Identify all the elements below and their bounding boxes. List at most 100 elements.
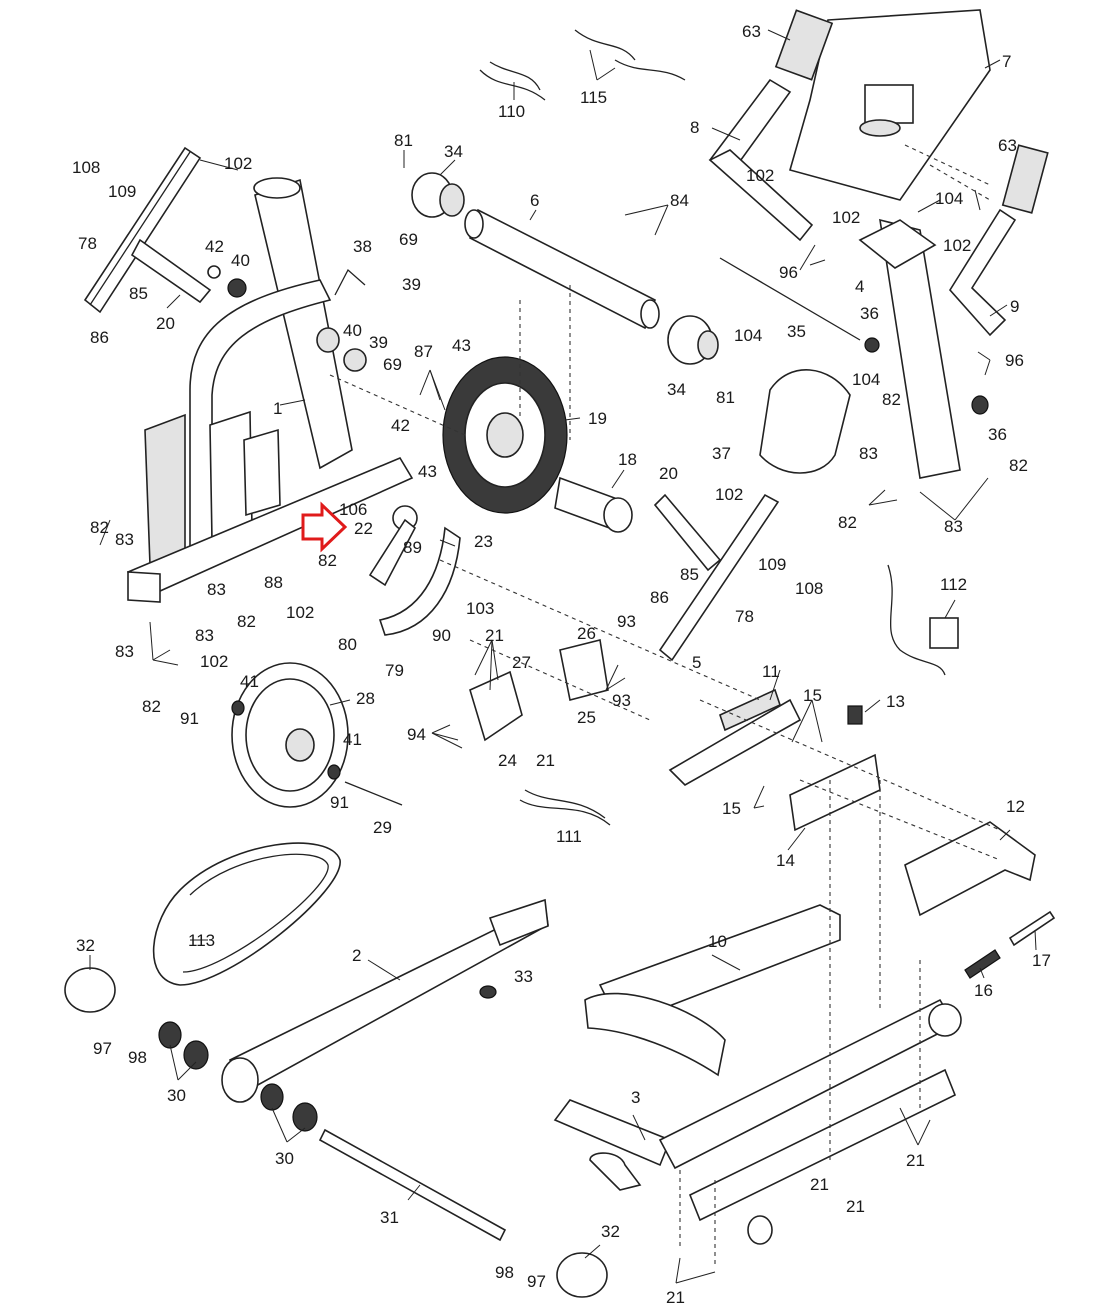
upright-4	[858, 218, 989, 479]
part-label: 96	[1005, 351, 1024, 370]
part-label: 93	[617, 612, 636, 631]
part-label: 21	[846, 1197, 865, 1216]
part-label: 17	[1032, 951, 1051, 970]
part-label: 63	[998, 136, 1017, 155]
pulley-wheel-28	[231, 662, 403, 808]
part-label: 34	[667, 380, 686, 399]
part-label: 106	[339, 500, 367, 519]
part-label: 30	[167, 1086, 186, 1105]
part-label: 39	[369, 333, 388, 352]
part-label: 7	[1002, 52, 1011, 71]
part-label: 21	[906, 1151, 925, 1170]
part-label: 36	[988, 425, 1007, 444]
part-label: 37	[712, 444, 731, 463]
cables	[479, 29, 686, 826]
part-label: 13	[886, 692, 905, 711]
part-label: 81	[716, 388, 735, 407]
shroud-11-14	[668, 688, 881, 832]
base-frame-3	[553, 998, 962, 1245]
part-label: 40	[231, 251, 250, 270]
part-label: 43	[418, 462, 437, 481]
part-label: 34	[444, 142, 463, 161]
axle-31	[318, 1128, 507, 1242]
part-label: 91	[180, 709, 199, 728]
part-label: 104	[935, 189, 963, 208]
part-label: 33	[514, 967, 533, 986]
highlight-arrow	[301, 501, 348, 553]
part-label: 21	[666, 1288, 685, 1307]
part-label: 86	[650, 588, 669, 607]
part-label: 4	[855, 277, 864, 296]
part-label: 69	[383, 355, 402, 374]
part-label: 83	[115, 642, 134, 661]
part-label: 102	[224, 154, 252, 173]
part-label: 19	[588, 409, 607, 428]
part-label: 89	[403, 538, 422, 557]
part-label: 21	[810, 1175, 829, 1194]
part-label: 83	[944, 517, 963, 536]
part-label: 85	[680, 565, 699, 584]
part-label: 42	[391, 416, 410, 435]
rod-35	[719, 257, 861, 341]
part-label: 104	[852, 370, 880, 389]
part-label: 94	[407, 725, 426, 744]
part-label: 41	[343, 730, 362, 749]
part-label: 82	[237, 612, 256, 631]
part-label: 9	[1010, 297, 1019, 316]
part-label: 1	[273, 399, 282, 418]
part-label: 40	[343, 321, 362, 340]
part-label: 88	[264, 573, 283, 592]
part-label: 82	[1009, 456, 1028, 475]
part-label: 42	[205, 237, 224, 256]
part-label: 21	[485, 626, 504, 645]
part-label: 108	[72, 158, 100, 177]
assembly-guide-lines	[329, 144, 1001, 1265]
part-label: 97	[527, 1272, 546, 1291]
part-label: 69	[399, 230, 418, 249]
part-label: 84	[670, 191, 689, 210]
part-label: 29	[373, 818, 392, 837]
part-label: 16	[974, 981, 993, 1000]
part-label: 24	[498, 751, 517, 770]
part-label: 103	[466, 599, 494, 618]
axle-18	[554, 476, 633, 533]
part-label: 96	[779, 263, 798, 282]
part-label: 82	[838, 513, 857, 532]
part-label: 14	[776, 851, 795, 870]
part-label: 93	[612, 691, 631, 710]
part-labels: 63 7 8 63 102 102 104 102 96 4 9 36 35 1…	[72, 22, 1051, 1307]
part-label: 20	[659, 464, 678, 483]
part-label: 102	[200, 652, 228, 671]
part-label: 108	[795, 579, 823, 598]
part-label: 27	[512, 653, 531, 672]
part-label: 98	[128, 1048, 147, 1067]
bushings-30-32	[64, 967, 608, 1298]
part-label: 82	[90, 518, 109, 537]
part-label: 25	[577, 708, 596, 727]
part-label: 30	[275, 1149, 294, 1168]
part-label: 18	[618, 450, 637, 469]
part-label: 39	[402, 275, 421, 294]
frame-upright	[126, 177, 414, 603]
crossbar-6	[464, 208, 660, 330]
part-label: 111	[556, 827, 582, 846]
part-label: 102	[943, 236, 971, 255]
part-label: 86	[90, 328, 109, 347]
part-label: 3	[631, 1088, 640, 1107]
part-label: 38	[353, 237, 372, 256]
part-label: 43	[452, 336, 471, 355]
part-label: 26	[577, 624, 596, 643]
right-arm-assembly	[653, 493, 780, 662]
part-label: 23	[474, 532, 493, 551]
part-label: 82	[882, 390, 901, 409]
part-label: 87	[414, 342, 433, 361]
part-label: 82	[142, 697, 161, 716]
idler-34-upper	[411, 172, 465, 218]
part-label: 112	[940, 575, 967, 594]
flywheel-19	[442, 356, 568, 514]
part-label: 78	[735, 607, 754, 626]
part-label: 102	[746, 166, 774, 185]
part-label: 90	[432, 626, 451, 645]
part-label: 21	[536, 751, 555, 770]
left-arm-assembly	[83, 146, 247, 314]
